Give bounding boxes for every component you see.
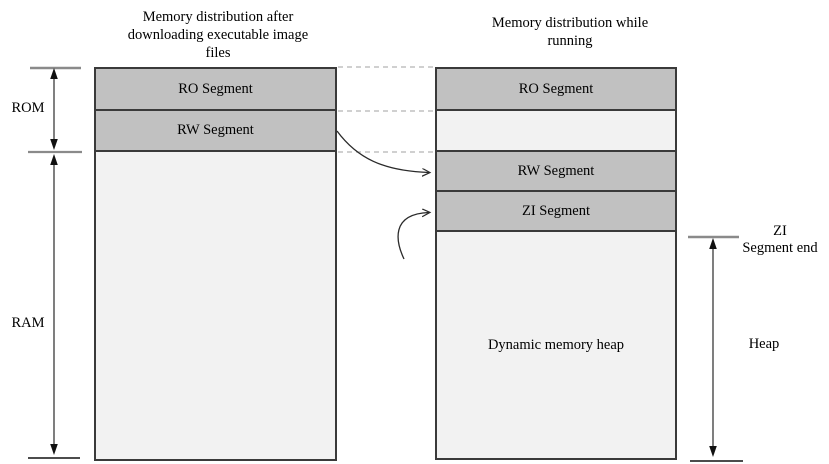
right-heap-region: Dynamic memory heap bbox=[437, 232, 675, 458]
left-ro-segment: RO Segment bbox=[96, 69, 335, 111]
right-zi-segment-label: ZI Segment bbox=[521, 202, 591, 219]
right-column-title: Memory distribution while running bbox=[491, 15, 649, 49]
right-ro-segment-label: RO Segment bbox=[518, 80, 594, 97]
left-ro-segment-label: RO Segment bbox=[178, 80, 253, 97]
heap-region-label: Dynamic memory heap bbox=[487, 336, 625, 353]
address-alignment-dashed-lines bbox=[338, 66, 434, 153]
left-rw-segment-label: RW Segment bbox=[177, 122, 254, 138]
zi-create-arrow bbox=[397, 213, 429, 260]
right-rw-segment: RW Segment bbox=[437, 152, 675, 192]
ram-range-label: RAM bbox=[11, 315, 45, 331]
zi-segment-end-label: ZI Segment end bbox=[742, 223, 818, 256]
rw-copy-arrow bbox=[336, 130, 429, 173]
rom-range-label: ROM bbox=[11, 100, 45, 116]
heap-range-label: Heap bbox=[748, 336, 780, 352]
left-column-title: Memory distribution after downloading ex… bbox=[127, 9, 309, 61]
left-empty-ram-region bbox=[96, 152, 335, 459]
memory-column-after-download: RO Segment RW Segment bbox=[94, 67, 337, 461]
right-rw-segment-label: RW Segment bbox=[517, 162, 595, 179]
memory-column-running: RO Segment RW Segment ZI Segment Dynamic… bbox=[435, 67, 677, 460]
right-ro-segment: RO Segment bbox=[437, 69, 675, 111]
right-empty-gap-region bbox=[437, 111, 675, 152]
ram-extent-arrow bbox=[28, 154, 80, 459]
left-rw-segment: RW Segment bbox=[96, 111, 335, 152]
right-zi-segment: ZI Segment bbox=[437, 192, 675, 232]
heap-extent-arrow bbox=[688, 235, 743, 462]
